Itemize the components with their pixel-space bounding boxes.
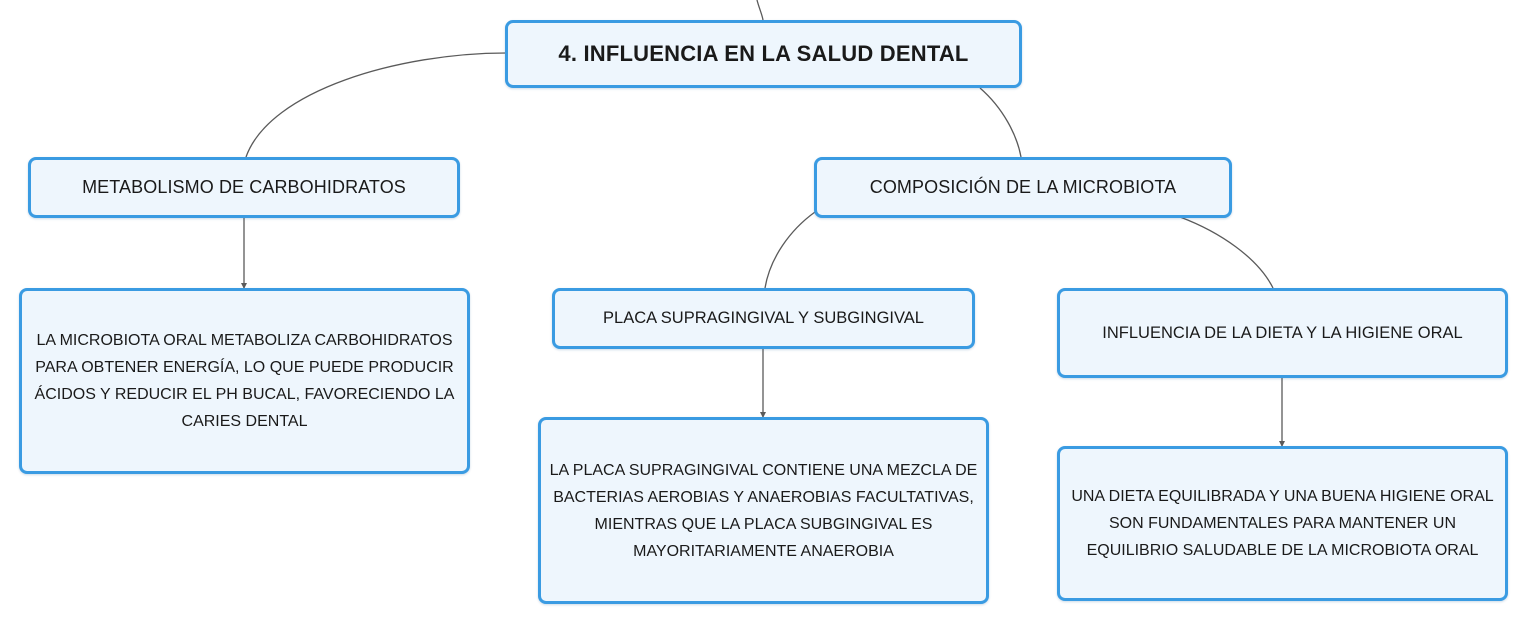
subtopic-influencia-node[interactable]: INFLUENCIA DE LA DIETA Y LA HIGIENE ORAL (1057, 288, 1508, 378)
detail-placa-node[interactable]: LA PLACA SUPRAGINGIVAL CONTIENE UNA MEZC… (538, 417, 989, 604)
detail-placa-text: LA PLACA SUPRAGINGIVAL CONTIENE UNA MEZC… (549, 461, 978, 560)
topic-composicion-label: COMPOSICIÓN DE LA MICROBIOTA (869, 177, 1177, 197)
root-node-label: 4. INFLUENCIA EN LA SALUD DENTAL (558, 41, 969, 66)
connector-composicion-to-influencia (1179, 216, 1274, 289)
subtopic-placa-label: PLACA SUPRAGINGIVAL Y SUBGINGIVAL (603, 309, 924, 327)
detail-influencia-text: UNA DIETA EQUILIBRADA Y UNA BUENA HIGIEN… (1071, 488, 1494, 559)
detail-influencia-node[interactable]: UNA DIETA EQUILIBRADA Y UNA BUENA HIGIEN… (1057, 446, 1508, 601)
connector-root-to-metabolismo (245, 52, 507, 158)
topic-metabolismo-node[interactable]: METABOLISMO DE CARBOHIDRATOS (28, 157, 460, 218)
root-node[interactable]: 4. INFLUENCIA EN LA SALUD DENTAL (505, 20, 1022, 88)
subtopic-influencia-label: INFLUENCIA DE LA DIETA Y LA HIGIENE ORAL (1102, 323, 1463, 342)
detail-metabolismo-text: LA MICROBIOTA ORAL METABOLIZA CARBOHIDRA… (34, 332, 455, 430)
connector-root-to-composicion (979, 87, 1022, 158)
subtopic-placa-node[interactable]: PLACA SUPRAGINGIVAL Y SUBGINGIVAL (552, 288, 975, 349)
detail-metabolismo-node[interactable]: LA MICROBIOTA ORAL METABOLIZA CARBOHIDRA… (19, 288, 470, 474)
connector-root-incoming (756, 0, 764, 21)
topic-metabolismo-label: METABOLISMO DE CARBOHIDRATOS (82, 177, 406, 197)
topic-composicion-node[interactable]: COMPOSICIÓN DE LA MICROBIOTA (814, 157, 1232, 218)
connector-composicion-to-placa (764, 211, 816, 289)
